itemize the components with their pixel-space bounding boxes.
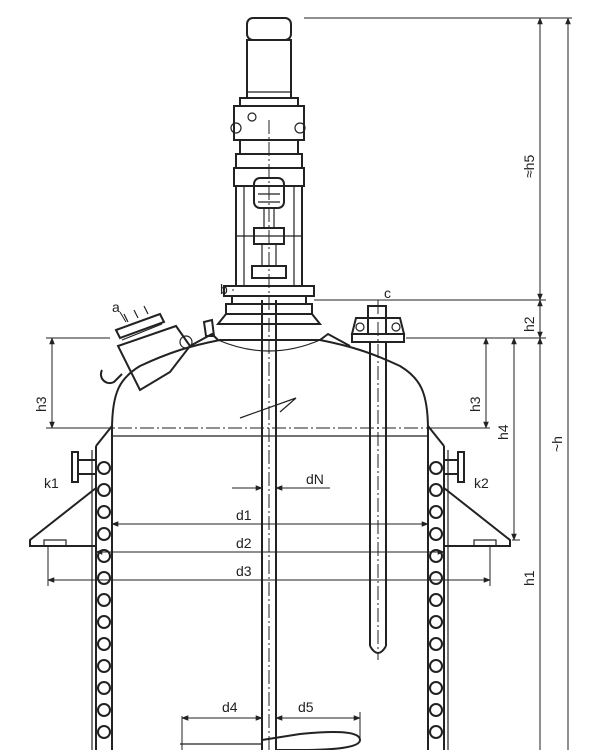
label-h: ~h — [549, 436, 565, 452]
label-h3-left: h3 — [33, 396, 49, 412]
jacket-coils — [97, 461, 443, 739]
label-dN: dN — [306, 471, 324, 487]
nozzle-k2 — [443, 451, 465, 483]
jacket-coil — [429, 571, 443, 585]
jacket-coil — [429, 483, 443, 497]
label-a: a — [112, 299, 120, 315]
jacket-coil — [97, 637, 111, 651]
jacket-coil — [97, 527, 111, 541]
jacket-coil — [97, 659, 111, 673]
motor — [239, 17, 299, 107]
label-h1: h1 — [521, 570, 537, 586]
jacket-coil — [97, 571, 111, 585]
jacket-coil — [429, 681, 443, 695]
jacket-coil — [429, 593, 443, 607]
support-lug-right — [443, 487, 511, 547]
label-d5: d5 — [298, 699, 314, 715]
jacket-coil — [97, 703, 111, 717]
label-h4: h4 — [495, 424, 511, 440]
label-h3-right: h3 — [467, 396, 483, 412]
label-d4: d4 — [222, 699, 238, 715]
vessel-shell — [91, 332, 449, 750]
jacket-coil — [429, 615, 443, 629]
label-k2: k2 — [474, 475, 489, 491]
jacket-coil — [429, 461, 443, 475]
nozzle-c — [350, 300, 406, 660]
jacket-coil — [97, 505, 111, 519]
jacket-coil — [429, 527, 443, 541]
label-k1: k1 — [44, 475, 59, 491]
label-d2: d2 — [236, 535, 252, 551]
jacket-coil — [429, 703, 443, 717]
labels: a b c k1 k2 dN d1 d2 d3 d4 d5 h1 h2 h3 h… — [33, 155, 565, 715]
dimension-lines — [46, 17, 572, 750]
jacket-coil — [97, 483, 111, 497]
baffle-mark — [239, 397, 297, 419]
label-c: c — [384, 285, 391, 301]
jacket-coil — [429, 505, 443, 519]
nozzle-a — [100, 305, 216, 392]
label-h5: ≈h5 — [521, 155, 537, 178]
jacket-coil — [97, 593, 111, 607]
support-lug-left — [29, 487, 97, 547]
jacket-coil — [97, 725, 111, 739]
label-h2: h2 — [521, 316, 537, 332]
gearbox — [230, 105, 306, 169]
label-d3: d3 — [236, 563, 252, 579]
label-d1: d1 — [236, 507, 252, 523]
jacket-coil — [97, 615, 111, 629]
nozzle-k1 — [71, 451, 97, 483]
label-b: b — [220, 281, 228, 297]
jacket-coil — [429, 659, 443, 673]
jacket-coil — [97, 461, 111, 475]
impeller — [180, 731, 362, 750]
jacket-coil — [97, 681, 111, 695]
jacket-coil — [429, 637, 443, 651]
jacket-coil — [429, 725, 443, 739]
